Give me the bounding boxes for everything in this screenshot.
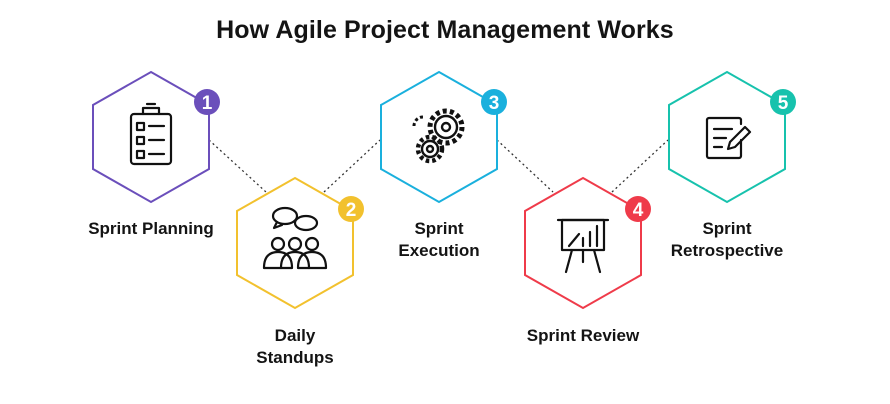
step-2: 2 — [236, 176, 364, 310]
step-5-label-line-2: Retrospective — [670, 241, 784, 260]
notepad-pen-icon — [705, 116, 752, 160]
step-2-number: 2 — [346, 200, 357, 221]
step-3-label-line-1: Sprint — [414, 219, 464, 238]
step-5-label-line-1: Sprint — [702, 219, 752, 238]
step-4: 4 — [524, 176, 651, 310]
step-2-label-line-1: Daily — [274, 326, 316, 345]
team-chat-icon — [262, 206, 328, 270]
clipboard-checklist-icon — [129, 102, 173, 166]
step-4-number: 4 — [633, 200, 644, 221]
connector-1-2 — [208, 139, 267, 193]
step-3-label: Sprint Execution — [354, 218, 524, 262]
step-5-hexagon — [668, 70, 786, 204]
step-1: 1 — [92, 70, 220, 204]
step-1-number: 1 — [202, 93, 213, 114]
step-1-badge: 1 — [194, 89, 220, 115]
step-3-number: 3 — [489, 93, 500, 114]
step-3-hexagon — [380, 70, 498, 204]
presentation-board-icon — [556, 218, 610, 274]
step-5-number: 5 — [778, 93, 789, 114]
step-3: 3 — [380, 70, 507, 204]
gears-icon — [412, 108, 465, 164]
step-2-label-line-2: Standups — [256, 348, 334, 367]
step-4-label: Sprint Review — [498, 325, 668, 347]
step-5-label: Sprint Retrospective — [642, 218, 812, 262]
connector-4-5 — [611, 139, 669, 193]
step-2-label: Daily Standups — [210, 325, 380, 369]
step-1-hexagon — [92, 70, 210, 204]
step-5-badge: 5 — [770, 89, 796, 115]
step-1-label: Sprint Planning — [66, 218, 236, 240]
step-2-hexagon — [236, 176, 354, 310]
step-1-label-line-1: Sprint Planning — [88, 219, 214, 238]
step-3-badge: 3 — [481, 89, 507, 115]
step-4-badge: 4 — [625, 196, 651, 222]
connector-2-3 — [323, 139, 381, 193]
step-4-label-line-1: Sprint Review — [526, 326, 640, 345]
diagram-title: How Agile Project Management Works — [216, 16, 674, 44]
step-5: 5 — [668, 70, 796, 204]
step-3-label-line-2: Execution — [398, 241, 480, 260]
step-2-badge: 2 — [338, 196, 364, 222]
connector-3-4 — [496, 139, 554, 193]
